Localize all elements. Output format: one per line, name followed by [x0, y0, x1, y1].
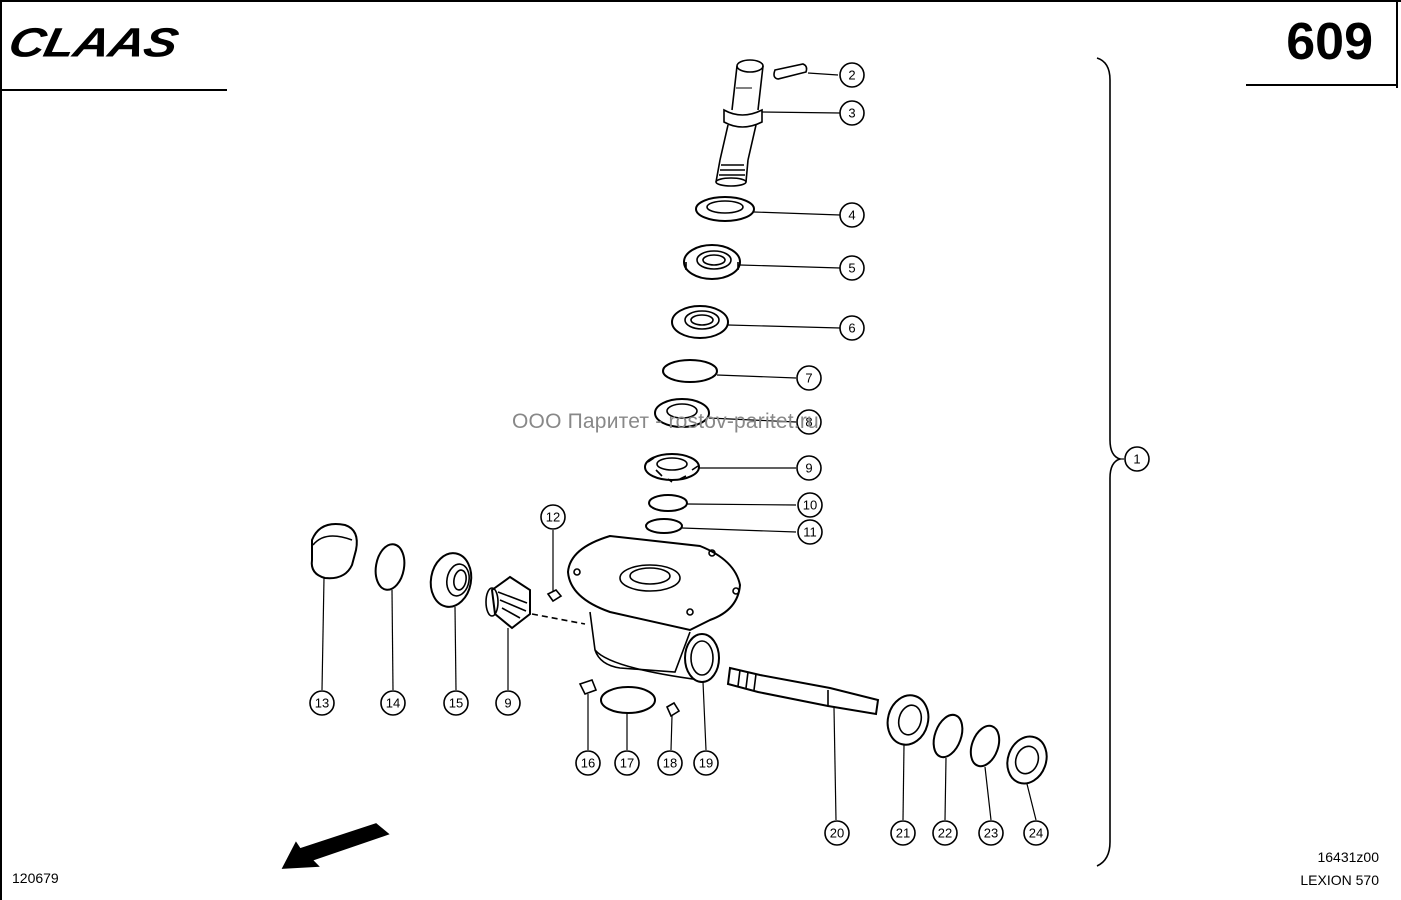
frame-top-line: [0, 0, 1401, 2]
callout-label-10: 10: [803, 498, 817, 513]
callout-label-11: 11: [803, 525, 817, 540]
callout-label-23: 23: [984, 826, 998, 841]
part-23-circlip: [969, 724, 1001, 768]
callout-circle-22: [932, 820, 958, 846]
callout-label-12: 12: [546, 510, 560, 525]
part-6-bearing: [671, 305, 729, 339]
part-16-plug: [578, 679, 598, 695]
leader-lines: [321, 72, 1124, 821]
part-14-circlip: [374, 543, 406, 591]
callout-label-8: 8: [805, 415, 812, 430]
callout-circle-23: [978, 820, 1004, 846]
direction-arrow: [281, 823, 390, 869]
callout-label-22: 22: [938, 826, 952, 841]
callout-label-2: 2: [848, 68, 855, 83]
part-20-output-shaft: [726, 666, 880, 716]
callout-label-7: 7: [805, 371, 812, 386]
watermark-text: ООО Паритет - rostov-paritet.ru: [512, 410, 819, 433]
callout-label-1: 1: [1133, 452, 1140, 467]
callout-label-14: 14: [386, 696, 400, 711]
callout-circle-13: [309, 690, 335, 716]
part-11-circlip: [645, 518, 683, 534]
callout-circle-4: [839, 202, 865, 228]
part-12-nipple: [546, 589, 563, 603]
callout-label-13: 13: [315, 696, 329, 711]
callout-circle-5: [839, 255, 865, 281]
part-4-seal: [695, 196, 755, 222]
callout-circle-1: [1124, 446, 1150, 472]
part-13-cap: [310, 523, 358, 580]
header-rule-right: [1246, 84, 1396, 86]
callout-label-15: 15: [449, 696, 463, 711]
callout-label-24: 24: [1029, 826, 1043, 841]
callout-circle-14: [380, 690, 406, 716]
part-15-bearing: [429, 552, 473, 608]
callout-circle-7: [796, 365, 822, 391]
callout-label-4: 4: [848, 208, 855, 223]
callout-circle-19: [693, 750, 719, 776]
callout-label-21: 21: [896, 826, 910, 841]
assembly-bracket: [1096, 57, 1123, 867]
callout-circle-9b: [495, 690, 521, 716]
callout-label-6: 6: [848, 321, 855, 336]
part-18-nipple: [665, 701, 681, 718]
part-8-bearing: [654, 398, 710, 428]
callout-label-17: 17: [620, 756, 634, 771]
page-number: 609: [1286, 13, 1373, 71]
callout-label-3: 3: [848, 106, 855, 121]
footer-left-code: 120679: [12, 870, 59, 886]
footer-model: LEXION 570: [1300, 872, 1379, 888]
callout-circle-18: [657, 750, 683, 776]
callout-circle-9a: [796, 455, 822, 481]
part-2-pin: [773, 63, 808, 80]
callout-circle-3: [839, 100, 865, 126]
callout-circle-21: [890, 820, 916, 846]
callout-circle-17: [614, 750, 640, 776]
part-9-bevel-gear-upper: [644, 453, 700, 483]
part-21-bearing: [886, 694, 930, 746]
callout-label-9b: 9: [504, 696, 511, 711]
callout-circle-6: [839, 315, 865, 341]
callout-circle-8: [796, 409, 822, 435]
callout-circle-24: [1023, 820, 1049, 846]
callout-circle-12: [540, 504, 566, 530]
callout-label-16: 16: [581, 756, 595, 771]
callout-label-9a: 9: [805, 461, 812, 476]
part-5-bearing: [683, 244, 741, 280]
callout-circle-2: [839, 62, 865, 88]
part-17-gasket: [600, 686, 656, 714]
frame-left-line: [0, 0, 2, 900]
callout-circle-16: [575, 750, 601, 776]
part-22-ring: [932, 713, 964, 759]
callout-circle-15: [443, 690, 469, 716]
part-3-shaft: [715, 59, 764, 187]
frame-right-line: [1396, 0, 1398, 88]
part-24-seal: [1006, 735, 1048, 785]
header-rule-left: [0, 89, 227, 91]
footer-right-code: 16431z00: [1317, 849, 1379, 865]
part-7-ring: [662, 359, 718, 383]
callout-label-5: 5: [848, 261, 855, 276]
part-9-pinion-gear-lower: [485, 575, 531, 630]
callout-label-20: 20: [830, 826, 844, 841]
callout-label-19: 19: [699, 756, 713, 771]
part-10-washer: [648, 494, 688, 512]
callout-label-18: 18: [663, 756, 677, 771]
callout-circle-20: [824, 820, 850, 846]
part-19-gear-housing: [531, 534, 742, 683]
callout-circle-10: [797, 492, 823, 518]
callout-circle-11: [797, 519, 823, 545]
